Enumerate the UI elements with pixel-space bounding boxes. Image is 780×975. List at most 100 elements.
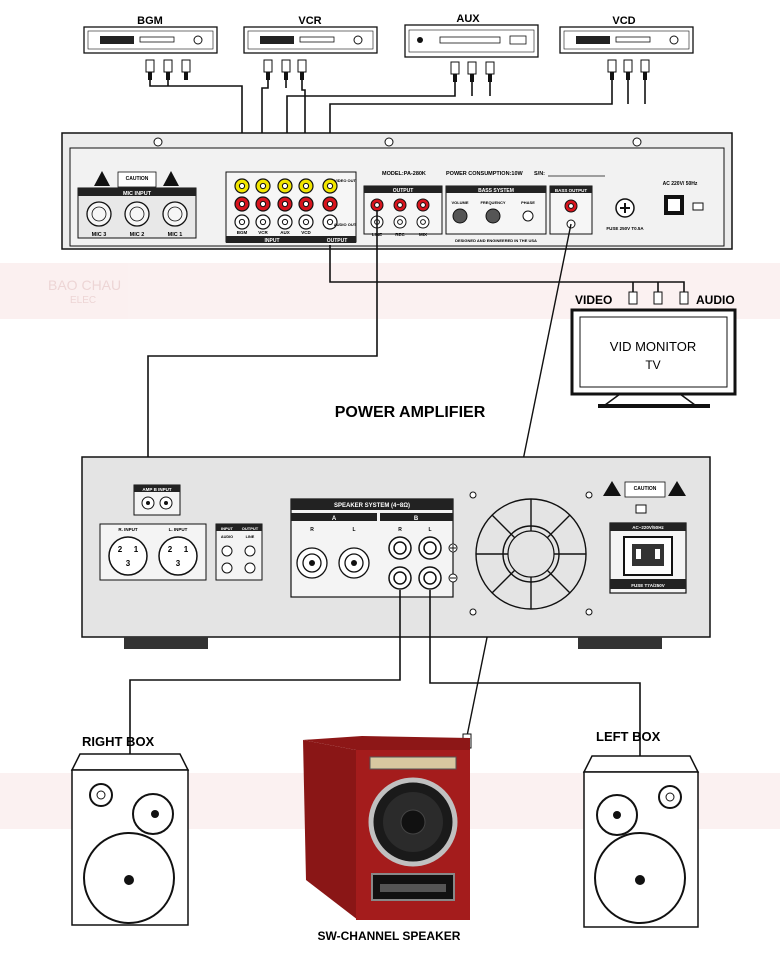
rca-jack-center: [238, 218, 246, 226]
rca-jack-center: [238, 200, 246, 208]
designed-label: DESIGNED AND ENGINEERED IN THE USA: [455, 238, 537, 243]
amp-audio-label: AUDIO: [221, 535, 233, 539]
mic-label-3: MIC 3: [92, 232, 107, 238]
right-speaker-box: RIGHT BOX: [70, 734, 190, 926]
rca-jack-center: [259, 218, 267, 226]
watermark-sub: ELEC: [70, 295, 96, 306]
b-l-label: L: [428, 527, 431, 533]
serial-label: S/N:: [534, 171, 545, 177]
watermark-brand: BAO CHAU: [48, 277, 121, 293]
amp-small-output-label: OUTPUT: [242, 526, 259, 531]
mixer-input-jacks: [234, 178, 338, 230]
bass-knob-phase: PHASE: [521, 200, 535, 205]
rca-jack-center: [281, 218, 289, 226]
source-bgm: BGM: [83, 15, 218, 54]
output-group-label: OUTPUT: [393, 188, 414, 194]
subwoofer: SW-CHANNEL SPEAKER: [303, 736, 472, 943]
source-vcr-label: VCR: [298, 15, 321, 27]
rca-jack-center: [326, 200, 334, 208]
svg-text:2: 2: [118, 545, 123, 554]
speaker-cables: [129, 590, 641, 760]
rca-plug: [607, 59, 617, 73]
svg-text:3: 3: [126, 559, 131, 568]
l-input-label: L. INPUT: [169, 527, 188, 532]
rca-plug: [163, 59, 173, 73]
source-bgm-label: BGM: [137, 15, 163, 27]
rca-plug-tip: [626, 72, 630, 80]
mixer-input-label: INPUT: [265, 238, 280, 244]
source-vcd: VCD: [559, 15, 694, 54]
right-box-label: RIGHT BOX: [82, 734, 155, 749]
left-box-label: LEFT BOX: [596, 729, 661, 744]
rca-plug: [263, 59, 273, 73]
rca-plug-tip: [300, 72, 304, 80]
rca-jack-center: [238, 182, 246, 190]
svg-text:2: 2: [168, 545, 173, 554]
mixer-caution-label: CAUTION: [126, 176, 149, 182]
rca-plug-tip: [643, 72, 647, 80]
mixer-ac-label: AC 220V/ 50Hz: [663, 181, 698, 187]
rca-plug: [485, 61, 495, 75]
source-aux-label: AUX: [456, 13, 480, 25]
tv-monitor: VIDEO AUDIO VID MONITOR TV: [570, 293, 737, 408]
mic-label-1: MIC 1: [168, 232, 183, 238]
jack-label-aux: AUX: [280, 230, 290, 235]
output-jack-mix: MIX: [419, 232, 427, 237]
rca-jack-center: [326, 218, 334, 226]
rca-plug-tip: [266, 72, 270, 80]
a-r-label: R: [310, 527, 314, 533]
rca-jack-center: [302, 200, 310, 208]
rca-jack-center: [281, 200, 289, 208]
rca-plug-tip: [184, 72, 188, 80]
tv-cables: [329, 245, 685, 292]
left-speaker-box: LEFT BOX: [582, 729, 700, 928]
rca-plug-tip: [148, 72, 152, 80]
mixer-output-label: OUTPUT: [327, 238, 348, 244]
jack-label-vcd: VCD: [301, 230, 311, 235]
svg-text:1: 1: [184, 545, 189, 554]
speaker-system-label: SPEAKER SYSTEM (4~8Ω): [334, 503, 410, 509]
tv-screen-line1: VID MONITOR: [610, 339, 696, 354]
bass-output-label: BASS OUTPUT: [555, 188, 588, 193]
amp-ac-label: AC~220V/50Hz: [632, 525, 664, 530]
rca-plug: [640, 59, 650, 73]
mic-input-label: MIC INPUT: [123, 191, 152, 197]
line-to-amp-cable: [147, 210, 378, 492]
svg-text:1: 1: [134, 545, 139, 554]
source-vcd-label: VCD: [612, 15, 635, 27]
mixer-fuse-label: FUSE 250V T0.5A: [606, 226, 644, 231]
video-out-label: VIDEO OUT: [334, 178, 357, 183]
rca-plug: [467, 61, 477, 75]
speaker-group-b: B: [414, 516, 419, 522]
r-input-label: R. INPUT: [118, 527, 138, 532]
mic-label-2: MIC 2: [130, 232, 145, 238]
rca-plug-tip: [284, 72, 288, 80]
rca-plug: [181, 59, 191, 73]
bass-system-label: BASS SYSTEM: [478, 188, 514, 194]
mixer-rear-panel: CAUTION MIC INPUT MIC 3 MIC 2 MIC 1 INPU…: [61, 132, 733, 250]
amplifier-title: POWER AMPLIFIER: [335, 404, 486, 421]
bass-knob-volume: VOLUME: [451, 200, 468, 205]
rca-plug-clusters: [145, 59, 650, 82]
jack-label-vcr: VCR: [258, 230, 268, 235]
rca-plug: [450, 61, 460, 75]
amp-small-input-label: INPUT: [221, 526, 234, 531]
rca-jack-center: [281, 182, 289, 190]
rca-plug-tip: [488, 74, 492, 82]
bass-knob-frequency: FREQUENCY: [480, 200, 505, 205]
jack-label-bgm: BGM: [237, 230, 248, 235]
speaker-group-a: A: [332, 516, 337, 522]
amp-caution-label: CAUTION: [634, 486, 657, 492]
rca-plug-tip: [610, 72, 614, 80]
b-r-label: R: [398, 527, 402, 533]
rca-plug: [281, 59, 291, 73]
rca-jack-center: [259, 200, 267, 208]
a-l-label: L: [352, 527, 355, 533]
rca-jack-center: [259, 182, 267, 190]
rca-plug-tip: [453, 74, 457, 82]
source-aux: AUX: [404, 13, 539, 58]
power-consumption-label: POWER CONSUMPTION:10W: [446, 171, 524, 177]
sub-label: SW-CHANNEL SPEAKER: [318, 929, 461, 943]
